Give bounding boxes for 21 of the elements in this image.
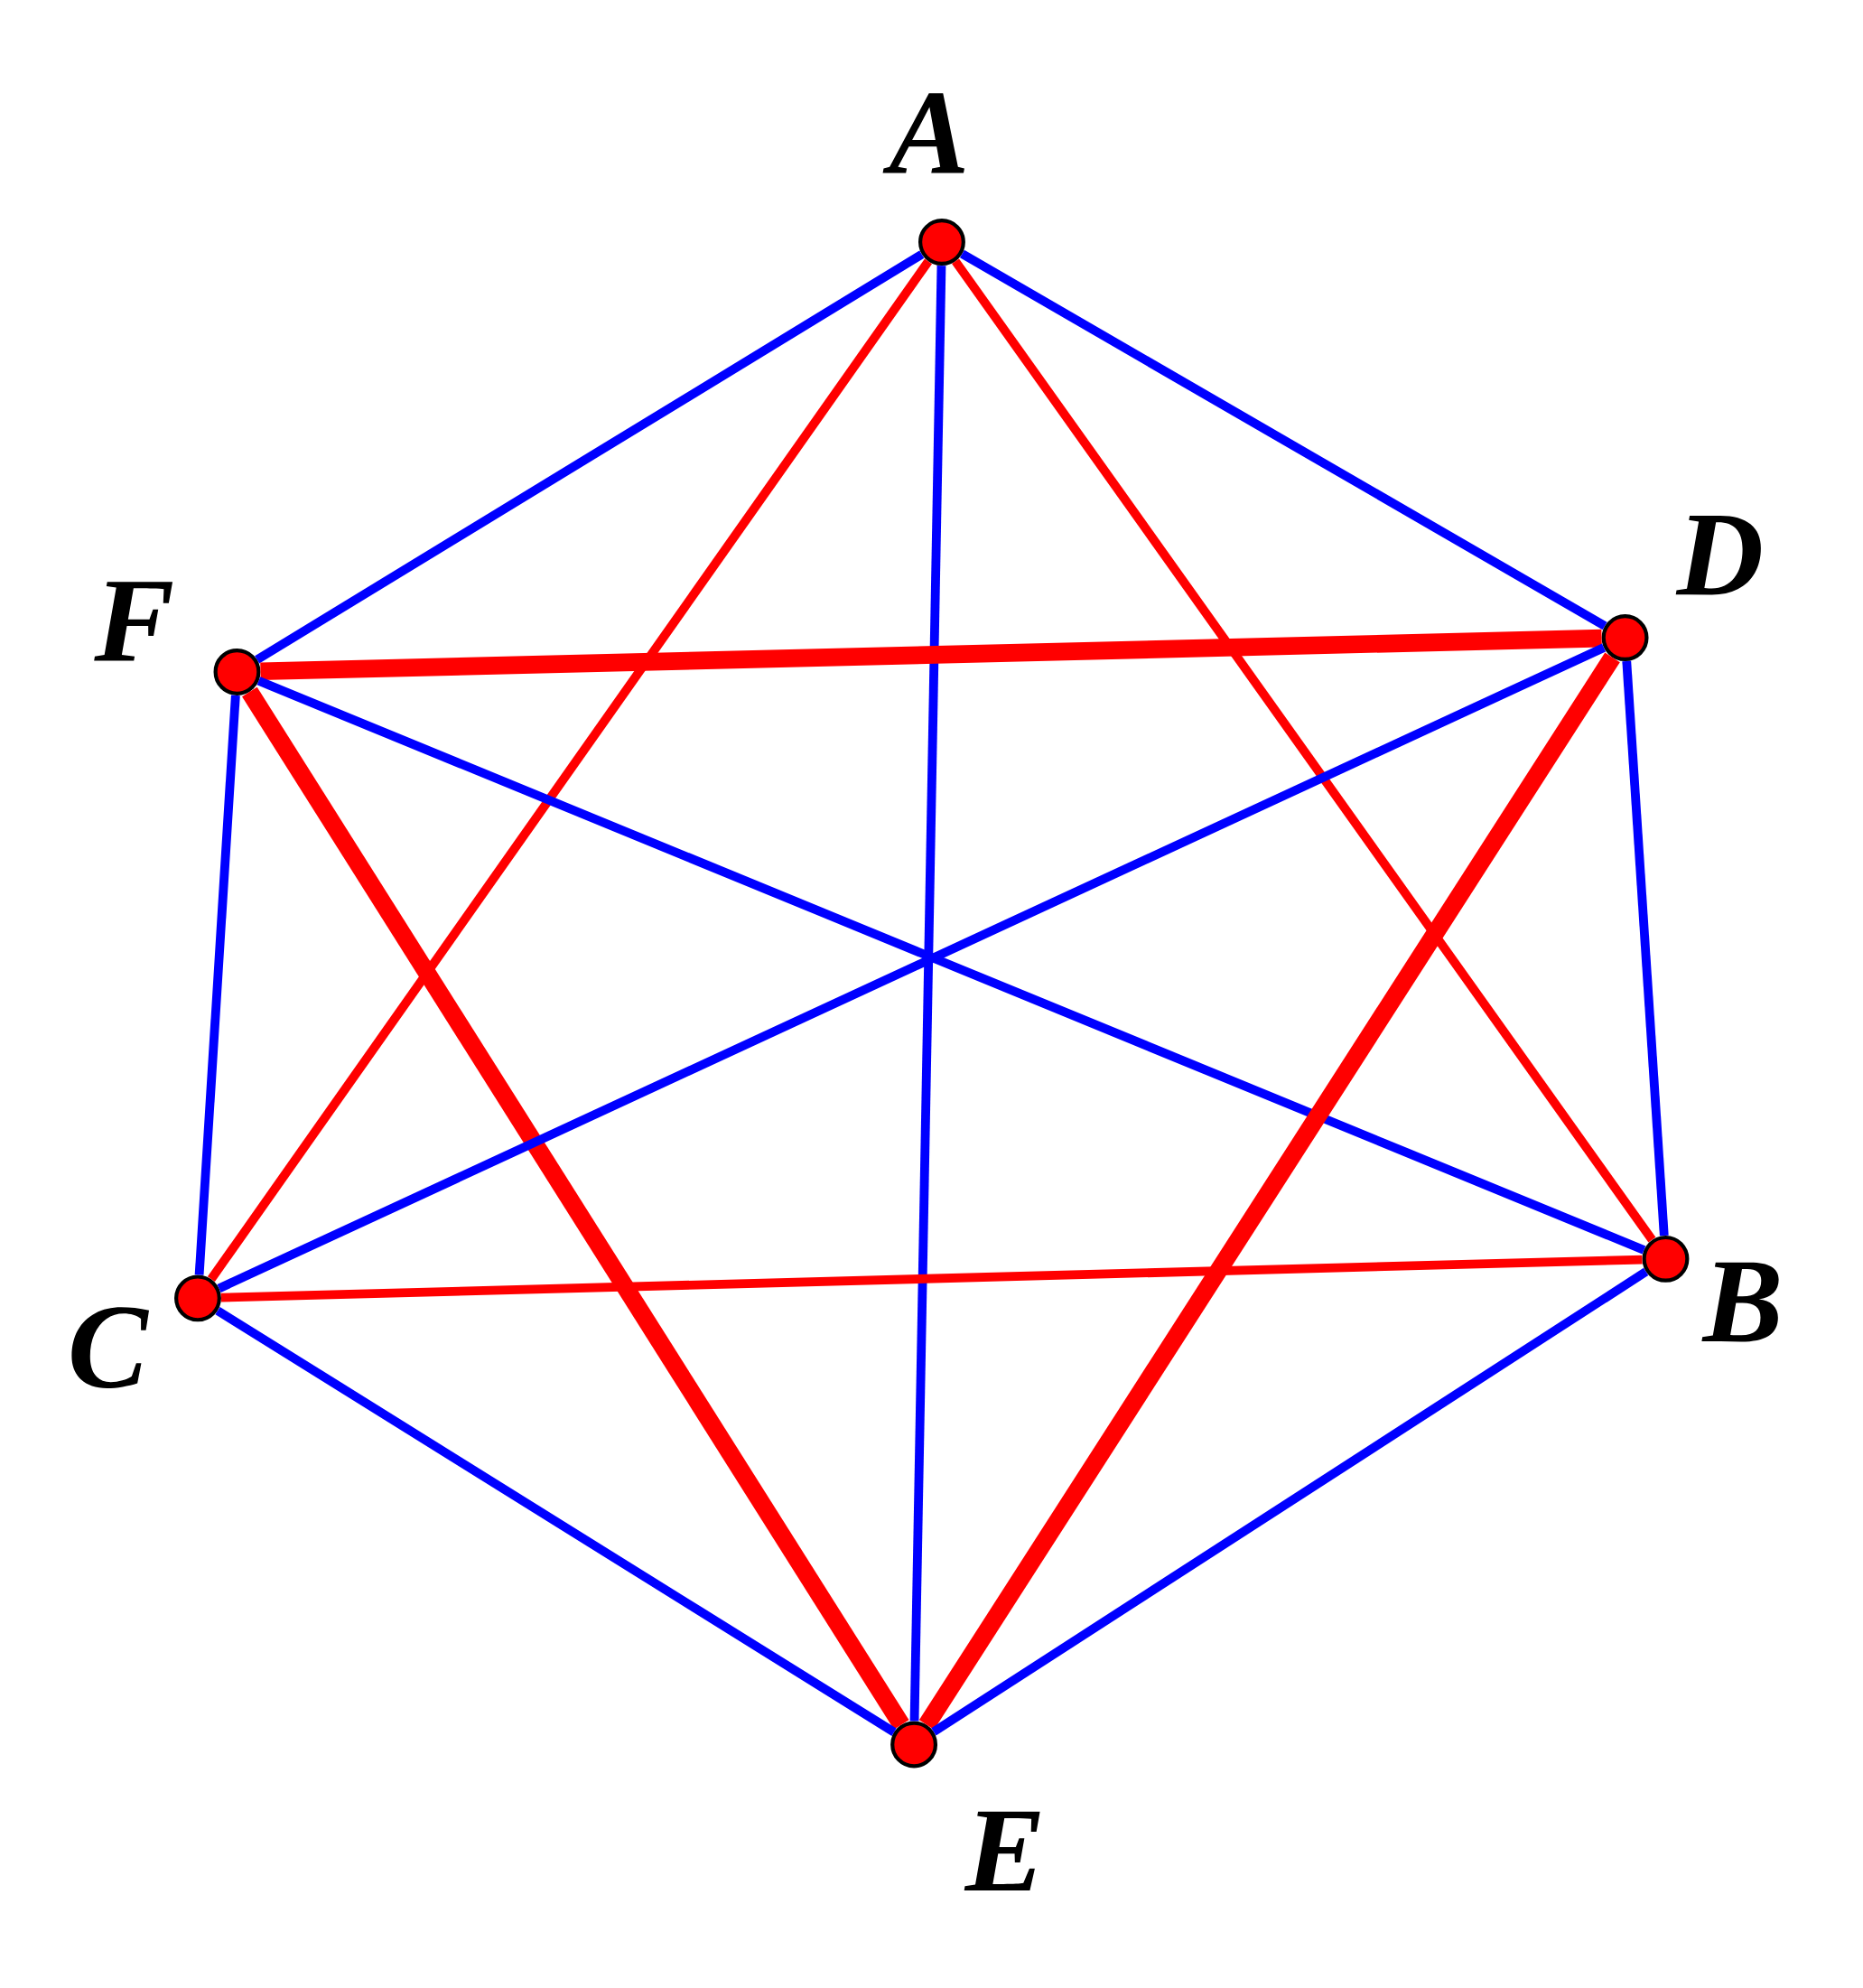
line-segment [254,250,925,664]
line-segment [220,1255,1643,1302]
line-segment [260,629,1602,681]
point-label: A [882,93,964,173]
line-segment [1622,660,1669,1237]
line-segment [918,652,1620,1730]
line-segment [931,1267,1649,1736]
line-segment [215,1306,897,1736]
line-segment [241,686,909,1730]
line-segment [256,677,1646,1255]
point-label: D [1675,516,1761,595]
point-label: E [964,1811,1040,1891]
point-label: F [93,582,172,661]
line-segment [959,249,1607,630]
line-segment [194,695,240,1275]
point-label: B [1701,1262,1779,1342]
line-segment [217,643,1606,1293]
line-segment [951,258,1656,1243]
line-segment [207,258,932,1282]
line-segment [909,265,946,1722]
point-label: C [71,1307,149,1388]
